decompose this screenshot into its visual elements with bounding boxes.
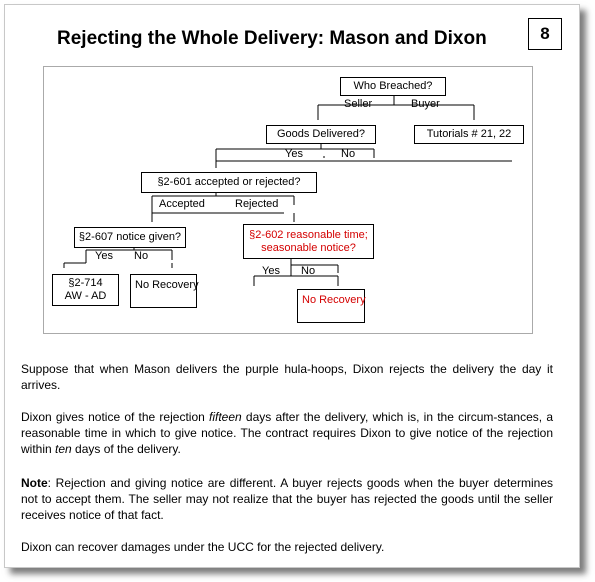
accepted-label: Accepted bbox=[159, 198, 205, 210]
paragraph-4: Dixon can recover damages under the UCC … bbox=[21, 540, 385, 554]
section-2-714-line1: §2-714 bbox=[68, 277, 103, 289]
section-2-601-node: §2-601 accepted or rejected? bbox=[141, 172, 317, 193]
buyer-label: Buyer bbox=[411, 98, 440, 110]
no-label-notice: No bbox=[134, 250, 149, 262]
rejected-label: Rejected bbox=[235, 198, 279, 210]
section-2-602-line1: §2-602 reasonable time; bbox=[249, 228, 368, 241]
paragraph-3-note: Note: Rejection and giving notice are di… bbox=[21, 475, 553, 523]
page-title: Rejecting the Whole Delivery: Mason and … bbox=[57, 28, 487, 49]
paragraph-2-emphasis-fifteen: fifteen bbox=[209, 410, 242, 424]
seller-label: Seller bbox=[344, 98, 373, 110]
yes-label-notice: Yes bbox=[95, 250, 113, 262]
page-number: 8 bbox=[528, 18, 562, 50]
no-recovery-node-notice: No Recovery bbox=[130, 274, 199, 308]
yes-label-goods: Yes bbox=[285, 148, 303, 160]
who-breached-node: Who Breached? bbox=[340, 77, 446, 96]
note-text: : Rejection and giving notice are differ… bbox=[21, 476, 553, 522]
section-2-714-node: §2-714 AW - AD bbox=[52, 274, 119, 306]
paragraph-2-part-c: days of the delivery. bbox=[71, 442, 181, 456]
paragraph-2-part-b: days after the delivery, which is, in th… bbox=[21, 410, 553, 456]
section-2-607-node: §2-607 notice given? bbox=[74, 227, 186, 248]
no-recovery-node-reasonable: No Recovery bbox=[297, 289, 366, 323]
section-2-602-node: §2-602 reasonable time; seasonable notic… bbox=[243, 224, 374, 259]
no-label-reasonable: No bbox=[301, 265, 316, 277]
section-2-714-line2: AW - AD bbox=[64, 290, 107, 302]
slide-page: Rejecting the Whole Delivery: Mason and … bbox=[4, 4, 580, 568]
paragraph-1: Suppose that when Mason delivers the pur… bbox=[21, 362, 553, 392]
yes-label-reasonable: Yes bbox=[262, 265, 280, 277]
note-label: Note bbox=[21, 476, 48, 490]
tutorials-node: Tutorials # 21, 22 bbox=[414, 125, 524, 144]
goods-delivered-node: Goods Delivered? bbox=[266, 125, 376, 144]
no-label-goods: No bbox=[341, 148, 356, 160]
paragraph-2-emphasis-ten: ten bbox=[55, 442, 72, 456]
paragraph-2: Dixon gives notice of the rejection fift… bbox=[21, 409, 553, 457]
section-2-602-line2: seasonable notice? bbox=[261, 241, 356, 254]
decision-tree-diagram: Who Breached? Seller Buyer Goods Deliver… bbox=[43, 66, 533, 334]
paragraph-2-part-a: Dixon gives notice of the rejection bbox=[21, 410, 209, 424]
